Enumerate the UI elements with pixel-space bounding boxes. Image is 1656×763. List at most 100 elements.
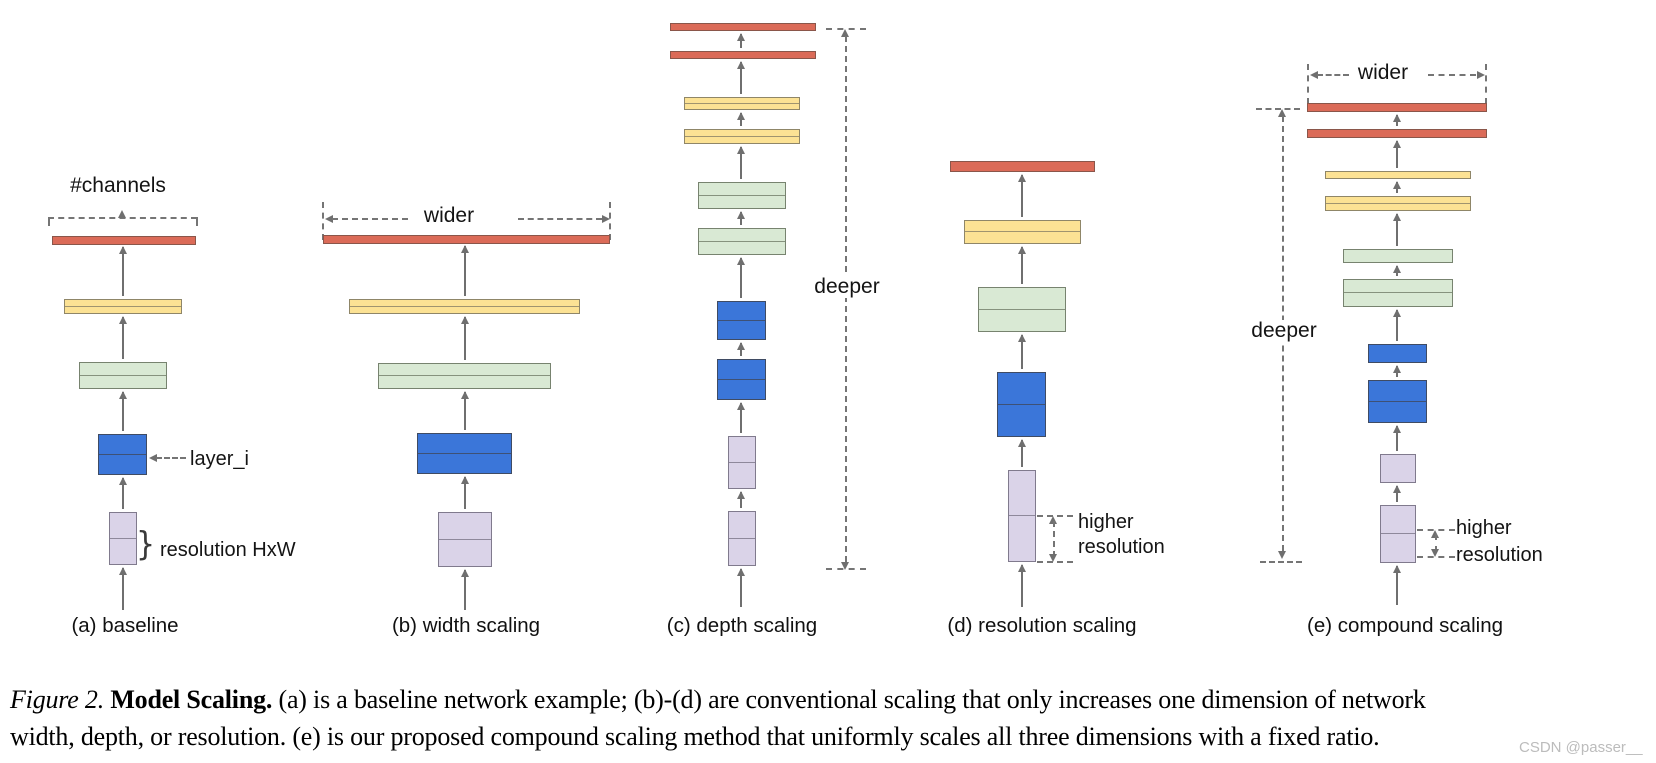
wider-dash-right	[518, 218, 602, 220]
higher-label: higher	[1078, 511, 1134, 533]
arrow-up-icon	[1393, 140, 1401, 168]
wider-arrow-left-icon	[1310, 71, 1318, 79]
arrow-up-icon	[1393, 365, 1401, 377]
layer-box-red	[950, 161, 1095, 172]
layer-box-red	[323, 235, 610, 244]
layer-box-green	[378, 363, 551, 389]
layer-box-lavender	[1008, 470, 1036, 562]
deeper-label: deeper	[810, 276, 884, 298]
panel-label-c: (c) depth scaling	[666, 614, 818, 637]
panel-label-a: (a) baseline	[71, 614, 179, 637]
resolution-brace-icon: }	[136, 525, 156, 564]
input-arrow-icon	[461, 569, 469, 610]
wider-terminator-left	[322, 202, 324, 240]
arrow-up-icon	[1393, 213, 1401, 246]
layer-box-green	[1343, 279, 1453, 307]
layer-box-green	[1343, 249, 1453, 263]
arrow-up-icon	[119, 477, 127, 509]
arrow-up-icon	[737, 112, 745, 126]
arrow-up-icon	[1393, 181, 1401, 193]
higher-res-arrow-down-icon	[1049, 554, 1057, 562]
wider-terminator-right	[1485, 64, 1487, 104]
arrow-up-icon	[1393, 265, 1401, 276]
wider-arrow-left-icon	[325, 215, 333, 223]
layer-i-arrow-line	[156, 457, 186, 459]
arrow-up-icon	[119, 246, 127, 296]
caption-line1-rest: (a) is a baseline network example; (b)-(…	[278, 685, 1426, 714]
panel-label-e: (e) compound scaling	[1307, 614, 1503, 637]
arrow-up-icon	[737, 33, 745, 48]
wider-dash-right	[1428, 74, 1476, 76]
arrow-up-icon	[119, 316, 127, 359]
arrow-up-icon	[1018, 174, 1026, 217]
layer-box-green	[698, 228, 786, 255]
layer-box-blue	[717, 301, 766, 340]
caption-line2: width, depth, or resolution. (e) is our …	[10, 722, 1380, 751]
wider-label: wider	[1357, 61, 1409, 84]
layer-box-yellow	[349, 299, 580, 314]
layer-box-blue	[98, 434, 147, 475]
channels-bracket-arrow-icon	[118, 210, 126, 218]
layer-box-blue	[1368, 380, 1427, 423]
arrow-up-icon	[737, 257, 745, 298]
deeper-label: deeper	[1247, 320, 1321, 342]
arrow-up-icon	[737, 342, 745, 356]
layer-box-yellow	[1325, 196, 1471, 211]
arrow-up-icon	[1018, 246, 1026, 284]
layer-box-lavender	[728, 436, 756, 489]
arrow-up-icon	[737, 146, 745, 179]
layer-box-yellow	[64, 299, 182, 314]
resolution-label: resolution	[1456, 544, 1543, 566]
wider-arrow-right-icon	[1477, 71, 1485, 79]
layer-box-yellow	[684, 97, 800, 110]
higher-res-arrow-up-icon	[1049, 516, 1057, 524]
arrow-up-icon	[737, 211, 745, 225]
layer-box-red	[670, 23, 816, 31]
wider-terminator-left	[1307, 64, 1309, 104]
channels-bracket-tick-left	[48, 217, 50, 226]
input-arrow-icon	[1018, 564, 1026, 607]
higher-res-dash-bottom	[1417, 556, 1455, 558]
panel-label-b: (b) width scaling	[391, 614, 541, 637]
layer-box-blue	[1368, 344, 1427, 363]
layer-box-yellow	[1325, 171, 1471, 179]
panel-label-d: (d) resolution scaling	[947, 614, 1137, 637]
input-arrow-icon	[119, 567, 127, 610]
resolution-label: resolution HxW	[160, 539, 296, 561]
deeper-arrow-top-icon	[841, 29, 849, 37]
input-arrow-icon	[737, 568, 745, 607]
wider-dash-left	[332, 218, 408, 220]
arrow-up-icon	[461, 476, 469, 509]
layer-i-label: layer_i	[190, 448, 249, 470]
layer-box-lavender	[728, 511, 756, 566]
resolution-label: resolution	[1078, 536, 1165, 558]
wider-dash-left	[1317, 74, 1349, 76]
layer-box-lavender	[1380, 505, 1416, 563]
caption-line1: Figure 2. Model Scaling. (a) is a baseli…	[10, 685, 1426, 714]
wider-terminator-right	[609, 202, 611, 240]
deeper-tick-bottom	[1260, 561, 1302, 563]
arrow-up-icon	[461, 316, 469, 360]
arrow-up-icon	[461, 245, 469, 296]
higher-res-arrow-down-icon	[1431, 549, 1439, 557]
arrow-up-icon	[1393, 485, 1401, 502]
layer-i-arrow-icon	[149, 454, 157, 462]
arrow-up-icon	[1018, 439, 1026, 467]
wider-arrow-right-icon	[602, 215, 610, 223]
higher-label: higher	[1456, 517, 1512, 539]
arrow-up-icon	[1393, 309, 1401, 341]
deeper-arrow-bottom-icon	[841, 562, 849, 570]
figure-caption: Figure 2. Model Scaling. (a) is a baseli…	[10, 681, 1426, 755]
caption-title: Model Scaling.	[110, 685, 273, 714]
arrow-up-icon	[1393, 114, 1401, 126]
deeper-arrow-bottom-icon	[1278, 551, 1286, 559]
layer-box-red	[1307, 129, 1487, 138]
higher-res-measure-line	[1435, 534, 1437, 552]
layer-box-green	[978, 287, 1066, 332]
layer-box-blue	[997, 372, 1046, 437]
channels-bracket	[48, 217, 197, 219]
watermark: CSDN @passer__	[1519, 739, 1643, 756]
layer-box-yellow	[964, 220, 1081, 244]
arrow-up-icon	[119, 391, 127, 431]
